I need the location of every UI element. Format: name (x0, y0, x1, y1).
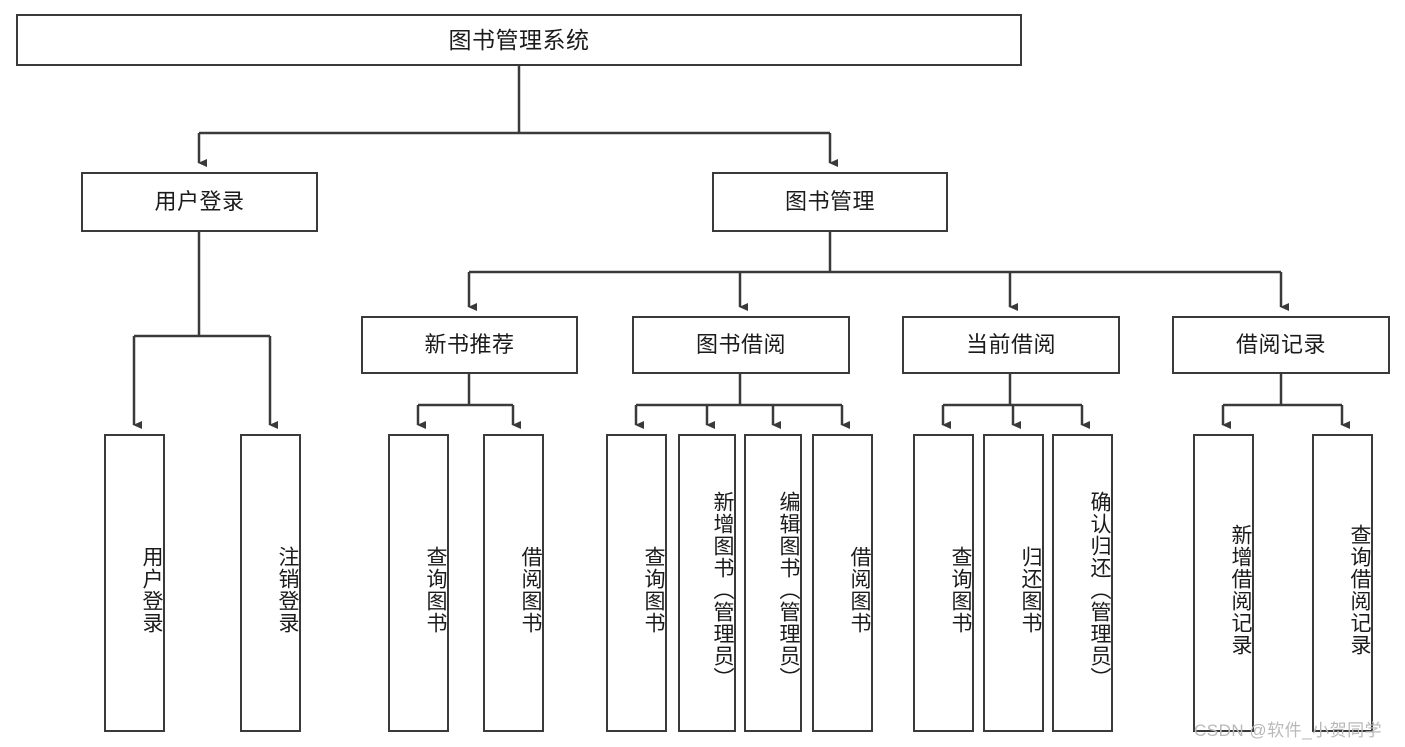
node-book-management[interactable]: 图书管理 (712, 172, 948, 232)
node-leaf-user-login[interactable]: 用户登录 (104, 434, 165, 732)
node-leaf-return-book[interactable]: 归还图书 (983, 434, 1044, 732)
node-label: 查询图书 (642, 546, 665, 634)
node-label: 新增图书（管理员） (711, 491, 734, 689)
node-leaf-confirm-return-admin[interactable]: 确认归还（管理员） (1052, 434, 1113, 732)
node-label: 编辑图书（管理员） (777, 491, 800, 689)
node-label: 用户登录 (140, 546, 163, 634)
node-label: 借阅图书 (519, 546, 542, 634)
node-label: 确认归还（管理员） (1088, 491, 1111, 689)
node-borrow-record[interactable]: 借阅记录 (1172, 316, 1390, 374)
node-leaf-query-book-current[interactable]: 查询图书 (913, 434, 974, 732)
node-label: 借阅记录 (1235, 332, 1326, 358)
node-leaf-borrow-book-newbook[interactable]: 借阅图书 (483, 434, 544, 732)
node-book-borrow[interactable]: 图书借阅 (632, 316, 850, 374)
node-label: 图书借阅 (695, 332, 786, 358)
node-current-borrow[interactable]: 当前借阅 (902, 316, 1120, 374)
node-leaf-query-book-borrow[interactable]: 查询图书 (606, 434, 667, 732)
node-new-book-recommend[interactable]: 新书推荐 (361, 316, 578, 374)
node-leaf-edit-book-admin[interactable]: 编辑图书（管理员） (744, 434, 802, 732)
node-leaf-add-book-admin[interactable]: 新增图书（管理员） (678, 434, 736, 732)
node-label: 注销登录 (276, 546, 299, 634)
node-leaf-logout[interactable]: 注销登录 (240, 434, 301, 732)
node-label: 查询借阅记录 (1348, 524, 1371, 656)
node-label: 图书管理系统 (448, 26, 590, 53)
csdn-watermark: CSDN @软件_小贺同学 (1194, 721, 1383, 740)
node-label: 图书管理 (784, 189, 875, 215)
node-root-system[interactable]: 图书管理系统 (16, 14, 1022, 66)
node-user-login[interactable]: 用户登录 (81, 172, 318, 232)
node-leaf-query-book-newbook[interactable]: 查询图书 (388, 434, 449, 732)
node-label: 查询图书 (949, 546, 972, 634)
node-label: 新增借阅记录 (1229, 524, 1252, 656)
node-label: 当前借阅 (965, 332, 1056, 358)
node-label: 查询图书 (424, 546, 447, 634)
node-label: 新书推荐 (424, 332, 515, 358)
node-leaf-query-borrow-record[interactable]: 查询借阅记录 (1312, 434, 1373, 732)
node-leaf-add-borrow-record[interactable]: 新增借阅记录 (1193, 434, 1254, 732)
node-label: 借阅图书 (848, 546, 871, 634)
node-leaf-borrow-book[interactable]: 借阅图书 (812, 434, 873, 732)
node-label: 归还图书 (1019, 546, 1042, 634)
node-label: 用户登录 (154, 189, 245, 215)
